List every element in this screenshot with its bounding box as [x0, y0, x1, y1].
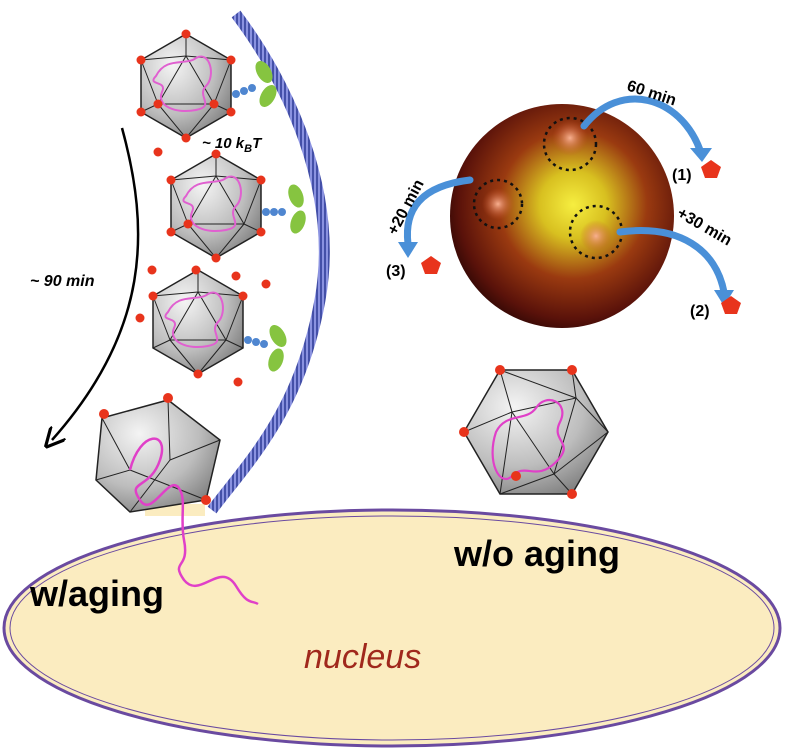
step2-label: (2): [690, 303, 710, 320]
nucleus-label: nucleus: [304, 638, 421, 676]
step1-label: (1): [672, 167, 692, 184]
nucleus-group: [2, 496, 782, 748]
release-arrows: [403, 95, 728, 296]
arrow-60min: [580, 95, 704, 154]
receptor-linker-3: [244, 325, 287, 372]
energy-label: ~ 10 kBT: [202, 135, 263, 155]
receptor-linker-2: [262, 184, 306, 234]
nucleus-ellipse: [2, 508, 782, 748]
without-aging-label: w/o aging: [453, 533, 620, 574]
cell-membrane: [207, 10, 330, 514]
capsid-2: [166, 149, 266, 263]
pentamer-icons: [421, 160, 741, 314]
site-circle-3: [472, 178, 524, 230]
t30-label: +30 min: [674, 205, 734, 250]
with-aging-label: w/aging: [29, 573, 164, 614]
step3-label: (3): [386, 263, 406, 280]
time-path-label: ~ 90 min: [30, 273, 95, 290]
afm-particle: [450, 104, 674, 328]
capsid-1: [136, 29, 236, 143]
receptor-linker-1: [232, 61, 277, 107]
intact-capsid: [459, 365, 609, 499]
arrow-30min: [616, 227, 728, 296]
nuclear-pore: [500, 496, 562, 506]
capsid-3: [148, 269, 248, 379]
arrow-20min: [403, 176, 474, 248]
released-pentamers: [135, 147, 271, 387]
site-circle-1: [542, 116, 598, 172]
time-arrow: [52, 127, 140, 440]
broken-capsid: [95, 393, 259, 606]
